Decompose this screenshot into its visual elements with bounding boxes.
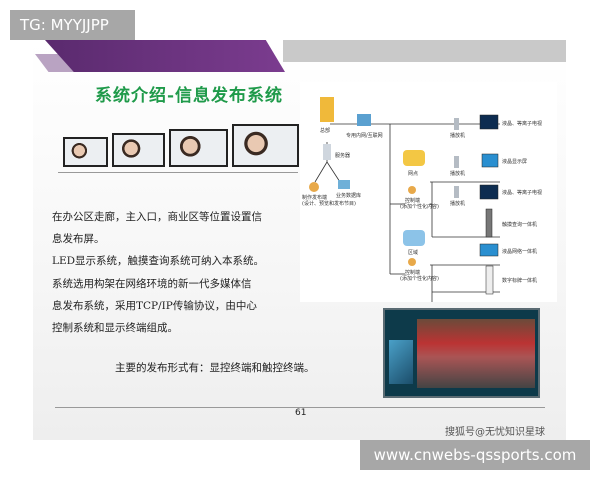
label-server: 服务器 — [335, 153, 351, 159]
url-label: www.cnwebs-qssports.com — [360, 440, 590, 470]
player-icon — [454, 156, 459, 168]
sample-screen-image — [383, 308, 540, 398]
kiosk-icon — [485, 208, 493, 238]
label-control: 控制端 — [405, 198, 421, 204]
label-device: 液晶显示屏 — [502, 159, 528, 165]
body-line: 在办公区走廊，主入口，商业区等位置设置信 — [52, 211, 262, 223]
monitor-icon — [481, 153, 499, 168]
arena-photo — [417, 319, 535, 388]
label-region: 区域 — [408, 250, 419, 256]
display-image — [112, 133, 165, 167]
digital-signage-icon — [485, 265, 494, 295]
summary-line: 主要的发布形式有：显控终端和触控终端。 — [115, 362, 315, 374]
footer-divider — [55, 407, 545, 408]
label-device: 数字标牌一体机 — [502, 278, 538, 284]
database-icon — [338, 180, 350, 189]
body-line: LED显示系统，触摸查询系统可纳入本系统。 — [52, 255, 265, 267]
tg-label: TG: MYYJJPP — [10, 10, 135, 40]
label-database: 业务数据库 — [336, 193, 362, 199]
display-image — [63, 137, 108, 167]
purple-banner — [45, 40, 285, 72]
body-line: 息发布屏。 — [52, 233, 105, 245]
player-icon — [454, 186, 459, 198]
label-control-note: (添加个性化内容) — [400, 276, 439, 282]
label-network: 专用内网/互联网 — [346, 133, 383, 139]
label-player: 播放机 — [450, 133, 466, 139]
label-control: 控制端 — [405, 270, 421, 276]
network-icon — [357, 114, 371, 126]
label-device: 液晶、等离子电视 — [502, 121, 543, 127]
body-line: 息发布系统，采用TCP/IP传输协议，由中心 — [52, 300, 257, 312]
slide-title: 系统介绍-信息发布系统 — [95, 86, 284, 106]
label-publisher: 制作发布端 — [302, 195, 328, 201]
header-band — [283, 40, 566, 62]
person-icon — [408, 186, 416, 194]
person-icon — [309, 182, 319, 192]
divider — [58, 172, 298, 173]
label-device: 触摸查询一体机 — [502, 222, 538, 228]
body-line: 系统选用构架在网络环境的新一代多媒体信 — [52, 278, 252, 290]
network-diagram: 总部 专用内网/互联网 服务器 制作发布端 (设计、预览和发布节目) 业务数据库… — [300, 82, 557, 302]
label-headquarters: 总部 — [320, 128, 331, 134]
display-thumbnails — [63, 124, 299, 167]
display-image — [169, 129, 228, 167]
label-device: 液晶网络一体机 — [502, 249, 538, 255]
headquarters-icon — [320, 97, 334, 122]
tv-icon — [479, 114, 499, 130]
building-graphic — [389, 340, 413, 384]
label-publisher-note: (设计、预览和发布节目) — [302, 201, 356, 207]
body-line: 控制系统和显示终端组成。 — [52, 322, 178, 334]
label-control-note: (添加个性化内容) — [400, 204, 439, 210]
server-icon — [323, 144, 331, 160]
network-display-icon — [479, 243, 499, 257]
label-player: 播放机 — [450, 201, 466, 207]
person-icon — [408, 258, 416, 266]
diagram-lines — [309, 97, 500, 302]
source-watermark: 搜狐号@无忧知识星球 — [445, 427, 545, 438]
label-device: 液晶、等离子电视 — [502, 190, 543, 196]
player-icon — [454, 118, 459, 130]
slide: 系统介绍-信息发布系统 — [33, 40, 566, 440]
label-player: 播放机 — [450, 171, 466, 177]
region-icon — [403, 230, 425, 246]
page-number: 61 — [295, 408, 307, 418]
tv-icon — [479, 184, 499, 200]
label-branch: 网点 — [408, 171, 419, 177]
branch-icon — [403, 150, 425, 166]
display-image — [232, 124, 299, 167]
